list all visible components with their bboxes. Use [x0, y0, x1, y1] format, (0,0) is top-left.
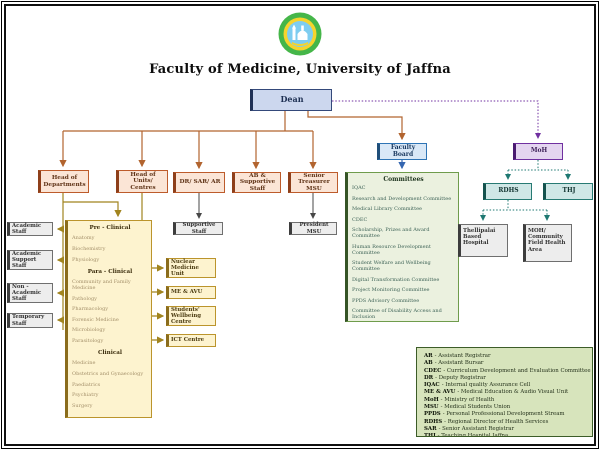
moh-community-field-health-area-box: MOH/ Community Field Health Area: [523, 224, 572, 262]
academic-support-staff-box: Academic Support Staff: [7, 250, 53, 270]
committee-item: Human Resource Development Committee: [352, 243, 431, 256]
committee-item: Project Monitoring Committee: [352, 287, 430, 294]
legend-row: PPDS- Personal Professional Development …: [424, 411, 565, 418]
committee-item: Digital Transformation Committee: [352, 276, 440, 283]
committee-item: IQAC: [352, 185, 366, 191]
non-academic-staff-box: Non - Academic Staff: [7, 283, 53, 303]
legend-row: THJ- Teaching Hospital Jaffna: [424, 433, 509, 437]
senior-treasurer-msu-box: Senior Treasurer MSU: [288, 172, 338, 193]
departments-panel: Pre - Clinical Anatomy Biochemistry Phys…: [65, 220, 152, 418]
dean-box: Dean: [250, 89, 332, 111]
committee-item: Research and Development Committee: [352, 195, 452, 202]
university-crest-icon: [278, 12, 322, 56]
faculty-board-box: Faculty Board: [377, 143, 427, 160]
department-item: Parasitology: [72, 337, 104, 344]
department-item: Pathology: [72, 295, 97, 302]
abbreviation-legend: AR- Assistant Registrar AB- Assistant Bu…: [416, 347, 593, 437]
para-clinical-header: Para - Clinical: [87, 268, 133, 275]
ab-supportive-staff-box: AB & Supportive Staff: [232, 172, 281, 193]
head-of-units-centres-box: Head of Units/ Centres: [116, 170, 168, 193]
thellipalai-based-hospital-box: Thellipalai Based Hospital: [458, 224, 508, 257]
head-of-departments-box: Head of Departments: [38, 170, 89, 193]
moh-box: MoH: [513, 143, 563, 160]
legend-row: AB- Assistant Bursar: [424, 360, 484, 367]
department-item: Microbiology: [72, 327, 106, 334]
department-item: Psychiatry: [72, 392, 99, 399]
department-item: Paediatrics: [72, 381, 101, 388]
department-item: Anatomy: [72, 235, 95, 242]
department-item: Pharmacology: [72, 306, 109, 313]
temporary-staff-box: Temporary Staff: [7, 313, 53, 328]
academic-staff-box: Academic Staff: [7, 222, 53, 236]
department-item: Surgery: [72, 402, 93, 409]
dr-sar-ar-box: DR/ SAR/ AR: [173, 172, 225, 193]
committee-item: CDEC: [352, 216, 368, 223]
committees-header: Committees: [383, 176, 424, 183]
thj-box: THJ: [543, 183, 593, 200]
committee-item: PPDS Advisory Committee: [352, 297, 420, 304]
supportive-staff-box: Supportive Staff: [173, 222, 223, 235]
committee-item: Medical Library Committee: [352, 206, 422, 213]
me-avu-box: ME & AVU: [166, 286, 216, 299]
legend-row: MSU- Medical Students Union: [424, 404, 511, 411]
nuclear-medicine-unit-box: Nuclear Medicine Unit: [166, 258, 216, 278]
legend-row: CDEC- Curriculum Development and Evaluat…: [424, 367, 591, 374]
department-item: Medicine: [72, 360, 96, 367]
page-title: Faculty of Medicine, University of Jaffn…: [149, 62, 451, 77]
students-wellbeing-centre-box: Students' Wellbeing Centre: [166, 306, 216, 326]
committees-panel: Committees IQAC Research and Development…: [345, 172, 459, 322]
department-item: Community and Family Medicine: [72, 278, 131, 291]
department-item: Biochemistry: [72, 245, 106, 252]
committee-item: Committee of Disability Access and Inclu…: [352, 308, 442, 321]
ict-centre-box: ICT Centre: [166, 334, 216, 347]
legend-row: IQAC- Internal quality Assurance Cell: [424, 382, 531, 389]
pre-clinical-header: Pre - Clinical: [89, 225, 131, 231]
department-item: Forensic Medicine: [72, 316, 119, 323]
department-item: Obstetrics and Gynaecology: [72, 370, 144, 377]
department-item: Physiology: [72, 256, 100, 263]
president-msu-box: President MSU: [289, 222, 337, 235]
legend-row: MoH- Ministry of Health: [424, 396, 495, 403]
legend-row: SAR- Senior Assistant Registrar: [424, 425, 515, 432]
committee-item: Student Welfare and Wellbeing Committee: [352, 260, 431, 272]
legend-row: RDHS- Regional Director of Health Servic…: [424, 418, 549, 425]
committee-item: Scholarship, Prizes and Award Committee: [352, 227, 430, 240]
legend-row: DR- Deputy Registrar: [424, 374, 486, 381]
legend-row: ME & AVU- Medical Education & Audio Visu…: [424, 389, 569, 396]
clinical-header: Clinical: [97, 349, 123, 356]
legend-row: AR- Assistant Registrar: [424, 353, 491, 359]
rdhs-box: RDHS: [483, 183, 532, 200]
